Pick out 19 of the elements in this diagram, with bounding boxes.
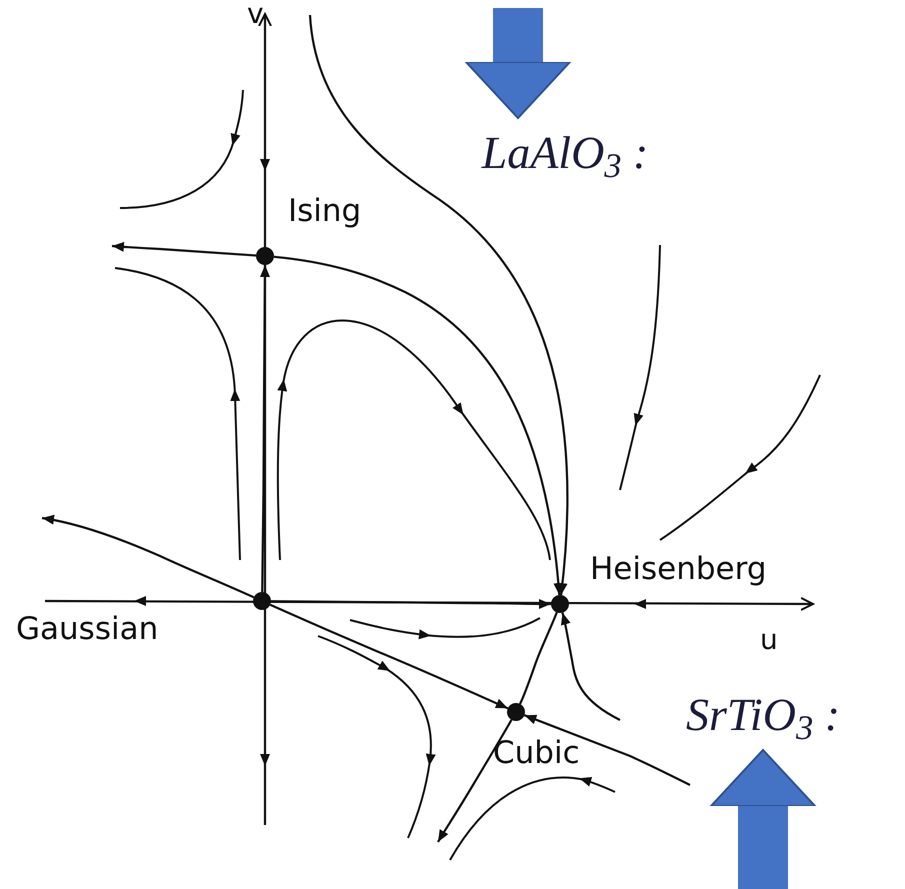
flow-arrow: [308, 14, 568, 596]
fixed-point-label: Gaussian: [16, 614, 158, 645]
flow-arrow: [270, 604, 508, 710]
flow-line: [519, 612, 558, 704]
axis-label: v: [247, 0, 264, 28]
fixed-point-label: Ising: [288, 196, 362, 227]
flow-arrow: [524, 714, 690, 786]
fixed-point-label: Heisenberg: [590, 554, 766, 585]
flow-arrow: [270, 598, 551, 609]
formula-label: LaAlO$_{3}$ :: [482, 130, 648, 176]
flow-arrow: [260, 265, 270, 592]
formula-label: SrTiO$_{3}$ :: [686, 692, 840, 738]
flow-arrow: [560, 612, 621, 721]
block-arrow: [710, 749, 816, 889]
flow-arrow: [42, 514, 254, 598]
fixed-point-label: Cubic: [493, 738, 580, 769]
flow-arrow: [437, 719, 512, 843]
flow-arrow: [112, 242, 256, 257]
axis-label: u: [760, 626, 778, 654]
